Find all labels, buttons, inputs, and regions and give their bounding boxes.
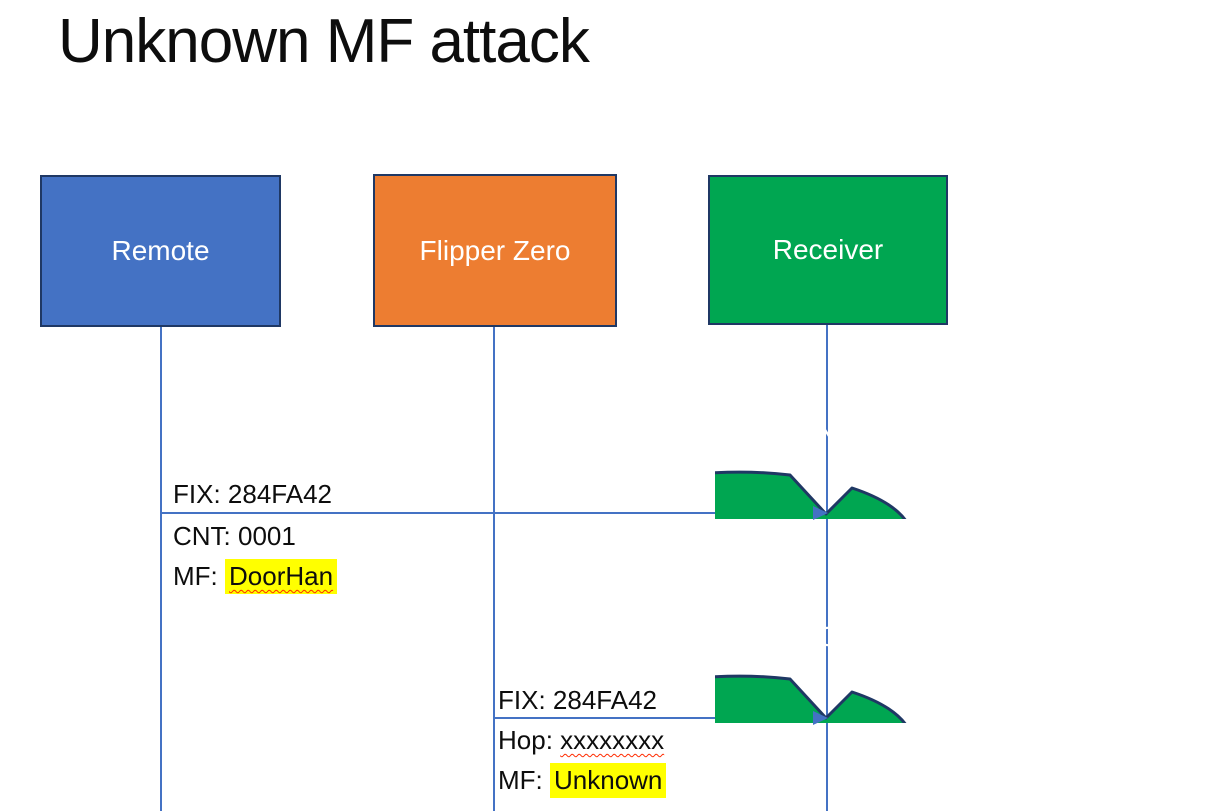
message2-hop-label: Hop: xxxxxxxx <box>498 720 664 760</box>
message2-mf-prefix: MF: <box>498 765 550 795</box>
message1-cnt-label: CNT: 0001 <box>173 521 296 551</box>
bubble1-line3: “Opened” <box>835 457 955 488</box>
message1-fix-label: FIX: 284FA42 <box>173 479 332 509</box>
message2-fix-label: FIX: 284FA42 <box>498 685 657 715</box>
lifeline-remote <box>160 327 162 811</box>
message1-mf-label: MF: DoorHan <box>173 556 338 596</box>
speech-bubble-1-shape <box>715 470 907 519</box>
message-arrow-remote-to-receiver <box>161 512 816 514</box>
actor-box-receiver: Receiver <box>708 175 948 325</box>
bubble1-line2: CNT 0001 good <box>796 417 994 448</box>
actor-box-flipper-zero: Flipper Zero <box>373 174 617 327</box>
message2-hop-prefix: Hop: <box>498 725 561 755</box>
lifeline-receiver <box>826 325 828 811</box>
bubble2-line1: FIX good <box>838 581 952 612</box>
message2-mf-label: MF: Unknown <box>498 760 667 800</box>
arrowhead-message1 <box>813 506 828 520</box>
actor-box-remote: Remote <box>40 175 281 327</box>
message2-hop-value: xxxxxxxx <box>560 725 665 755</box>
bubble2-line3: “Opened” <box>835 661 955 692</box>
speech-bubble-2: FIX good CNT is ???? “Opened” <box>715 557 1075 723</box>
actor-label-remote: Remote <box>111 235 210 266</box>
arrowhead-message2 <box>813 711 828 725</box>
message-arrow-flipper-to-receiver <box>494 717 816 719</box>
speech-bubble-1: FIX good CNT 0001 good “Opened” <box>715 353 1075 519</box>
message1-mf-value-highlighted: DoorHan <box>225 559 338 594</box>
bubble2-line2: CNT is ???? <box>817 621 973 652</box>
message1-mf-prefix: MF: <box>173 561 225 591</box>
message2-mf-value-highlighted: Unknown <box>550 763 667 798</box>
actor-label-receiver: Receiver <box>772 234 884 265</box>
bubble1-line1: FIX good <box>838 377 952 408</box>
speech-bubble-1-text: FIX good CNT 0001 good “Opened” <box>715 373 1075 493</box>
actor-label-flipper-zero: Flipper Zero <box>419 234 571 266</box>
speech-bubble-2-text: FIX good CNT is ???? “Opened” <box>715 577 1075 697</box>
speech-bubble-2-shape <box>715 674 907 723</box>
slide-title: Unknown MF attack <box>58 7 590 76</box>
lifeline-flipper-zero <box>493 327 495 811</box>
